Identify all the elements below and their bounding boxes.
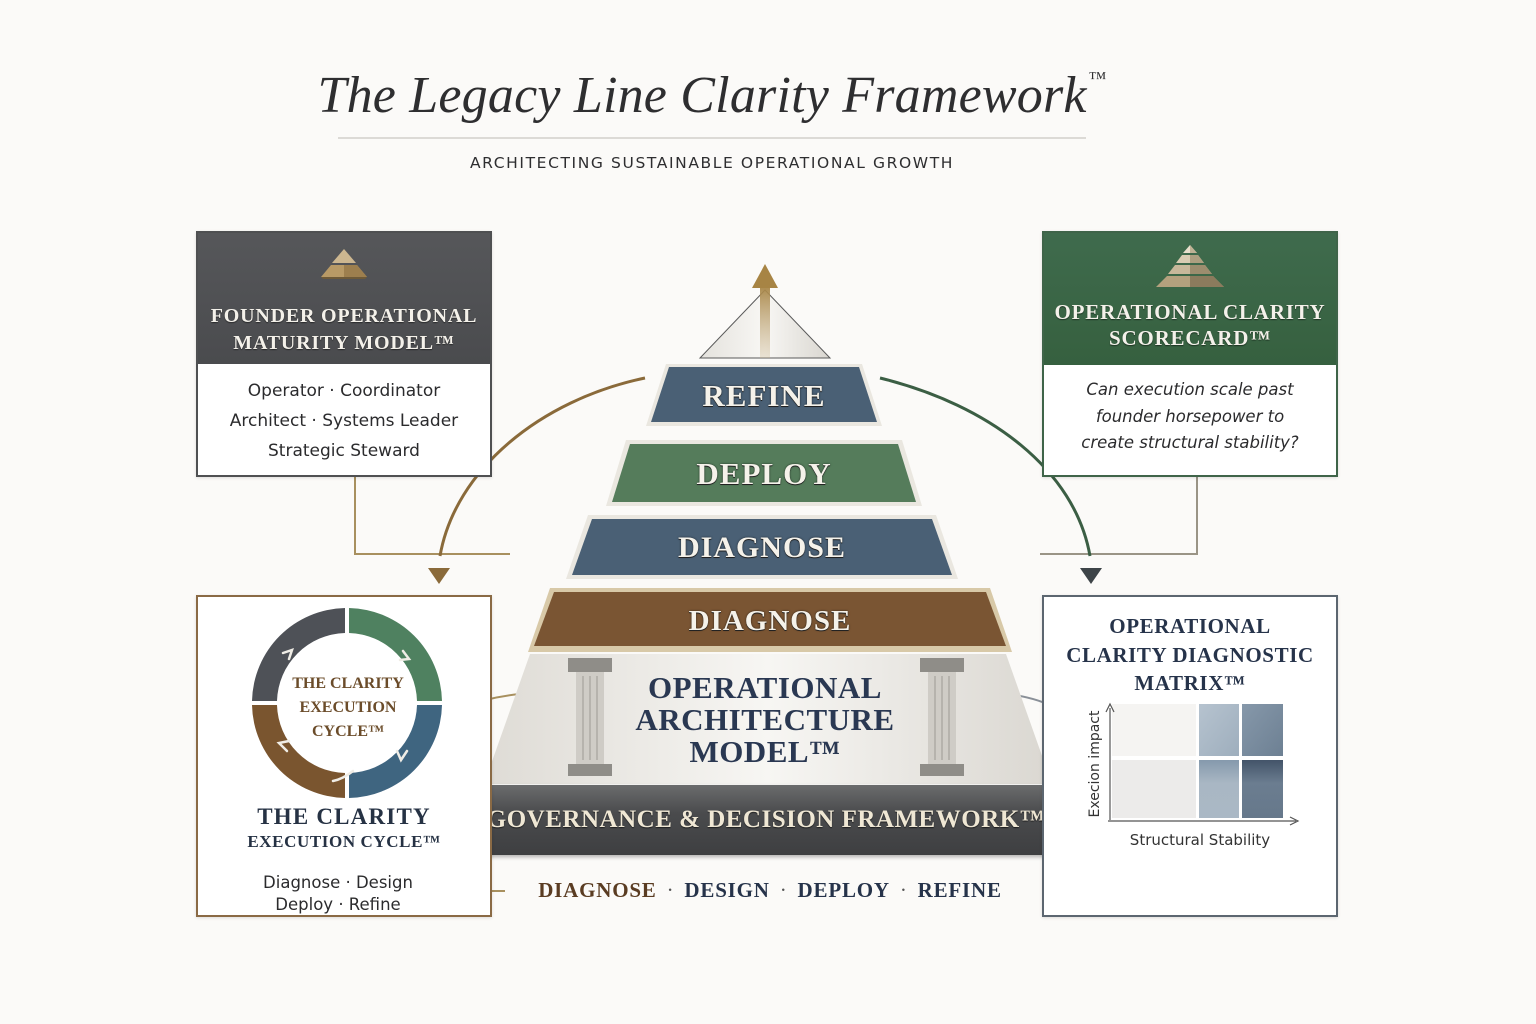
- cycle-arrow-icon: [395, 749, 409, 763]
- cycle-arrow-icon: [281, 648, 294, 661]
- tier-label: DIAGNOSE: [688, 604, 852, 637]
- cycle-card-title: THE CLARITY EXECUTION CYCLE™: [196, 804, 492, 852]
- title-line: SCORECARD™: [1108, 326, 1271, 350]
- cycle-center-label: THE CLARITY EXECUTION CYCLE™: [266, 672, 430, 744]
- card-title: FOUNDER OPERATIONAL MATURITY MODEL™: [198, 303, 490, 357]
- connector-left-elbow: [354, 477, 510, 555]
- cycle-label-line: CYCLE™: [311, 723, 384, 740]
- tier-label: DIAGNOSE: [677, 531, 847, 564]
- title-line: MATRIX™: [1134, 671, 1246, 695]
- arc-left: [438, 376, 646, 557]
- arc-right: [879, 376, 1092, 557]
- matrix-y-axis-label: Execion impact: [1087, 710, 1103, 818]
- tier-label: REFINE: [702, 378, 826, 413]
- connector-right-elbow: [1040, 477, 1198, 555]
- cycle-arrow-icon: [276, 739, 291, 753]
- card-clarity-execution-cycle: [196, 595, 492, 917]
- growth-arrow: [760, 282, 770, 358]
- title-line: CLARITY DIAGNOSTIC: [1066, 642, 1314, 667]
- title-line: EXECUTION CYCLE™: [247, 832, 441, 851]
- step-diagnose: DIAGNOSE: [538, 878, 657, 902]
- base-label: GOVERNANCE & DECISION FRAMEWORK™: [486, 806, 1046, 833]
- pyramid-core: [484, 654, 1052, 784]
- cycle-segment-top-right: [349, 608, 442, 701]
- card-body: Can execution scale past founder horsepo…: [1044, 365, 1336, 457]
- tier-label: DEPLOY: [696, 456, 832, 491]
- matrix-cell: [1242, 760, 1283, 818]
- y-axis-arrow-icon: [1105, 702, 1115, 713]
- scorecard-question-line: create structural stability?: [1081, 433, 1299, 452]
- pyramid-apex: [698, 264, 832, 359]
- scorecard-question-line: founder horsepower to: [1095, 406, 1285, 426]
- core-line: ARCHITECTURE: [635, 702, 895, 737]
- core-model-label: OPERATIONAL ARCHITECTURE MODEL™: [560, 672, 970, 768]
- card-founder-maturity-model: FOUNDER OPERATIONAL MATURITY MODEL™ Oper…: [196, 231, 492, 477]
- cycle-steps-line: Diagnose · Design: [263, 873, 413, 892]
- cycle-segment-top-left: [252, 608, 345, 701]
- card-operational-clarity-scorecard: OPERATIONAL CLARITY SCORECARD™ Can execu…: [1042, 231, 1338, 477]
- title-line: OPERATIONAL: [1109, 614, 1271, 638]
- title-line: MATURITY MODEL™: [233, 332, 455, 354]
- core-line: OPERATIONAL: [647, 670, 882, 705]
- title-line: OPERATIONAL CLARITY: [1054, 300, 1326, 324]
- cycle-label-line: EXECUTION: [299, 699, 397, 716]
- maturity-stage-line: Operator · Coordinator: [247, 381, 441, 401]
- cycle-steps-line: Deploy · Refine: [275, 895, 401, 914]
- step-deploy: DEPLOY: [797, 878, 890, 902]
- matrix-cell: [1242, 704, 1283, 756]
- pyramid-icon: [321, 249, 367, 279]
- card-header: FOUNDER OPERATIONAL MATURITY MODEL™: [198, 233, 490, 364]
- title-line: THE CLARITY: [257, 804, 431, 829]
- card-body: Operator · Coordinator Architect · Syste…: [198, 364, 490, 466]
- matrix-title: OPERATIONAL CLARITY DIAGNOSTIC MATRIX™: [1042, 612, 1338, 698]
- maturity-stage-line: Strategic Steward: [268, 441, 420, 461]
- trademark-mark: ™: [1088, 68, 1107, 88]
- pillar-left: [568, 658, 612, 776]
- card-header: OPERATIONAL CLARITY SCORECARD™: [1044, 233, 1336, 365]
- matrix-cell-low-low: [1112, 704, 1196, 756]
- execution-cycle-ring: [252, 608, 442, 798]
- maturity-stage-line: Architect · Systems Leader: [229, 411, 459, 431]
- core-line: MODEL™: [689, 734, 841, 769]
- step-refine: REFINE: [917, 878, 1002, 902]
- pyramid-tier-refine: REFINE: [646, 364, 882, 428]
- step-design: DESIGN: [684, 878, 770, 902]
- cycle-steps: Diagnose · Design Deploy · Refine: [190, 872, 486, 916]
- title-divider: [338, 137, 1086, 139]
- arrow-down-left-icon: [428, 568, 450, 584]
- matrix-cell: [1199, 704, 1239, 756]
- scorecard-question-line: Can execution scale past: [1086, 380, 1294, 399]
- cycle-label-line: THE CLARITY: [292, 675, 404, 692]
- title-text: The Legacy Line Clarity Framework: [317, 67, 1087, 124]
- title-line: FOUNDER OPERATIONAL: [210, 305, 478, 327]
- cycle-segment-bottom-right: [349, 705, 442, 798]
- matrix-cell: [1199, 760, 1239, 818]
- pyramid-tier-diagnose-foundation: DIAGNOSE: [528, 588, 1012, 654]
- page-subtitle: ARCHITECTING SUSTAINABLE OPERATIONAL GRO…: [469, 154, 955, 172]
- matrix-cell: [1112, 760, 1196, 818]
- pyramid-tier-diagnose: DIAGNOSE: [566, 515, 958, 581]
- cycle-arrow-icon: [398, 649, 412, 662]
- cycle-arrow-icon: [331, 769, 355, 783]
- pyramid-tier-deploy: DEPLOY: [606, 440, 922, 508]
- pyramid-base: [466, 785, 1066, 855]
- matrix-x-axis-label: Structural Stability: [1129, 831, 1271, 849]
- cycle-segment-bottom-left: [252, 705, 345, 798]
- x-axis-arrow-icon: [1289, 816, 1300, 826]
- card-title: OPERATIONAL CLARITY SCORECARD™: [1044, 299, 1336, 351]
- arrow-down-right-icon: [1080, 568, 1102, 584]
- bottom-steps: DIAGNOSE·DESIGN·DEPLOY·REFINE: [538, 878, 1002, 902]
- diagnostic-matrix-grid: [1105, 702, 1300, 826]
- pyramid-icon: [1156, 245, 1224, 287]
- pillar-right: [920, 658, 964, 776]
- arrow-up-icon: [752, 264, 778, 288]
